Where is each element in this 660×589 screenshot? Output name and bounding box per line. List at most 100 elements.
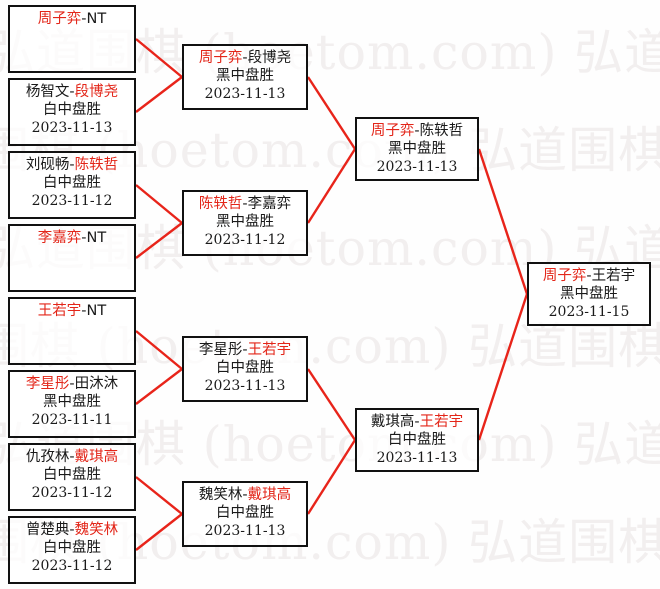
player-separator: - xyxy=(69,449,75,465)
match-date: 2023-11-13 xyxy=(376,159,458,175)
player-right: 魏笑林 xyxy=(74,522,119,538)
player-separator: - xyxy=(81,303,87,319)
match-players: 王若宇-NT xyxy=(10,302,134,320)
match-result: 白中盘胜 xyxy=(43,175,101,191)
player-left: 杨智文 xyxy=(25,84,70,100)
player-right: NT xyxy=(86,11,107,27)
match-date: 2023-11-12 xyxy=(31,558,113,574)
player-left: 周子弈 xyxy=(370,123,415,139)
match-date: 2023-11-12 xyxy=(31,193,113,209)
player-separator: - xyxy=(242,487,248,503)
player-left: 周子弈 xyxy=(542,268,587,284)
player-left: 陈轶哲 xyxy=(198,196,243,212)
connector-r2m4-to-r3m2 xyxy=(306,439,357,515)
match-box-r1m4[interactable]: 李嘉弈-NT xyxy=(8,224,136,292)
match-date: 2023-11-12 xyxy=(204,232,286,248)
player-left: 李星彤 xyxy=(198,342,243,358)
player-right: 陈轶哲 xyxy=(74,157,119,173)
player-left: 戴琪高 xyxy=(370,414,415,430)
match-players: 仇孜林-戴琪高 xyxy=(10,448,134,466)
player-left: 李嘉弈 xyxy=(37,230,82,246)
connector-r1m2-to-r2m1 xyxy=(135,76,183,113)
match-players: 李星彤-王若宇 xyxy=(184,341,306,359)
player-left: 周子弈 xyxy=(37,11,82,27)
player-right: 田沐沐 xyxy=(74,376,119,392)
connector-r2m2-to-r3m1 xyxy=(306,148,357,224)
player-separator: - xyxy=(69,376,75,392)
connector-r2m3-to-r3m2 xyxy=(306,368,357,441)
match-result: 黑中盘胜 xyxy=(388,141,446,157)
match-players: 刘砚畅-陈轶哲 xyxy=(10,156,134,174)
match-result: 黑中盘胜 xyxy=(560,286,618,302)
player-right: 王若宇 xyxy=(419,414,464,430)
match-date: 2023-11-15 xyxy=(548,304,630,320)
player-separator: - xyxy=(81,11,87,27)
connector-r3m2-to-r4m1 xyxy=(477,293,529,441)
player-right: 王若宇 xyxy=(247,342,292,358)
match-players: 周子弈-段博尧 xyxy=(184,49,306,67)
match-result: 白中盘胜 xyxy=(43,102,101,118)
player-right: 段博尧 xyxy=(247,50,292,66)
player-separator: - xyxy=(586,268,592,284)
player-left: 仇孜林 xyxy=(25,449,70,465)
player-right: 王若宇 xyxy=(591,268,636,284)
player-right: 陈轶哲 xyxy=(419,123,464,139)
match-date: 2023-11-13 xyxy=(204,523,286,539)
player-separator: - xyxy=(242,50,248,66)
player-left: 李星彤 xyxy=(25,376,70,392)
player-left: 刘砚畅 xyxy=(25,157,70,173)
player-separator: - xyxy=(81,230,87,246)
match-box-r1m1[interactable]: 周子弈-NT xyxy=(8,5,136,73)
player-left: 魏笑林 xyxy=(198,487,243,503)
connector-r1m7-to-r2m4 xyxy=(135,476,183,515)
match-date: 2023-11-13 xyxy=(376,450,458,466)
match-result: 黑中盘胜 xyxy=(216,214,274,230)
player-right: NT xyxy=(86,230,107,246)
match-box-r1m5[interactable]: 王若宇-NT xyxy=(8,297,136,365)
match-box-r3m1[interactable]: 周子弈-陈轶哲黑中盘胜 2023-11-13 xyxy=(355,117,479,181)
match-players: 李嘉弈-NT xyxy=(10,229,134,247)
player-separator: - xyxy=(69,157,75,173)
match-players: 李星彤-田沐沐 xyxy=(10,375,134,393)
connector-r1m6-to-r2m3 xyxy=(135,368,183,405)
match-result: 白中盘胜 xyxy=(43,540,101,556)
player-separator: - xyxy=(414,123,420,139)
player-left: 曾楚典 xyxy=(25,522,70,538)
match-players: 周子弈-NT xyxy=(10,10,134,28)
player-right: NT xyxy=(86,303,107,319)
match-result: 白中盘胜 xyxy=(216,360,274,376)
match-date: 2023-11-13 xyxy=(204,86,286,102)
match-result: 白中盘胜 xyxy=(216,505,274,521)
player-left: 王若宇 xyxy=(37,303,82,319)
match-players: 周子弈-王若宇 xyxy=(529,267,649,285)
player-separator: - xyxy=(242,196,248,212)
match-result: 黑中盘胜 xyxy=(43,394,101,410)
match-date: 2023-11-13 xyxy=(204,378,286,394)
match-result: 白中盘胜 xyxy=(388,432,446,448)
player-separator: - xyxy=(242,342,248,358)
match-date: 2023-11-12 xyxy=(31,485,113,501)
connector-r1m8-to-r2m4 xyxy=(135,513,183,551)
connector-r1m4-to-r2m2 xyxy=(135,222,183,259)
player-separator: - xyxy=(414,414,420,430)
player-separator: - xyxy=(69,522,75,538)
match-players: 戴琪高-王若宇 xyxy=(357,413,477,431)
connector-r1m1-to-r2m1 xyxy=(135,38,183,78)
connector-r2m1-to-r3m1 xyxy=(306,76,357,150)
player-right: 段博尧 xyxy=(74,84,119,100)
match-players: 曾楚典-魏笑林 xyxy=(10,521,134,539)
player-left: 周子弈 xyxy=(198,50,243,66)
match-players: 杨智文-段博尧 xyxy=(10,83,134,101)
